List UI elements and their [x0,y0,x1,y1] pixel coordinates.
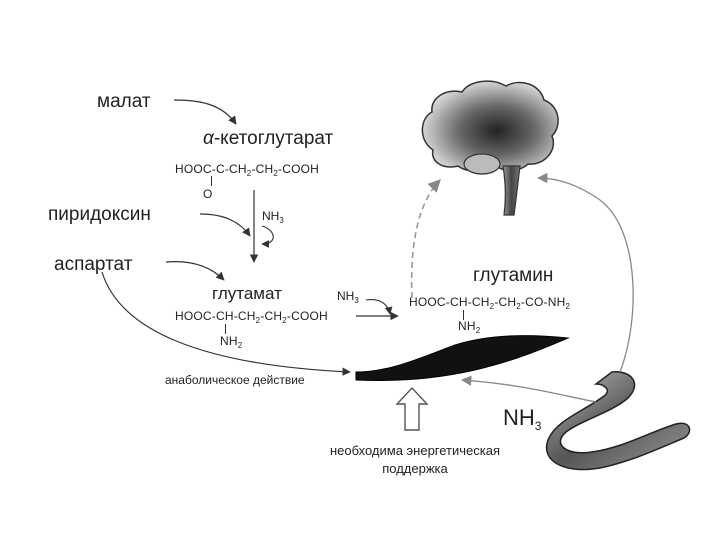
formula-ketoglutarate: HOOC-C-CH2-CH2-COOH [175,162,320,178]
arrow-pyridoxine [199,213,251,237]
label-pyridoxine: пиридоксин [48,204,151,225]
label-glutamine: глутамин [473,265,554,286]
label-anabolic-effect: анаболическое действие [165,373,305,387]
glutamine-bond-line [463,310,464,320]
arrow-nh3-curve [365,299,393,315]
intestine-icon [545,371,691,471]
formula-glutamine-nh2: NH2 [458,319,481,335]
anabolic-shape [355,335,570,382]
formula-glutamate-nh2: NH2 [220,334,243,350]
double-bond-line [211,176,212,186]
energy-line-2: поддержка [382,461,448,476]
arrow-gut-brain [536,172,634,373]
energy-line-1: необходима энергетическая [329,443,501,458]
formula-glutamate: HOOC-CH-CH2-CH2-COOH [175,309,328,325]
energy-support-note: необходима энергетическая поддержка [290,442,540,478]
arrow-nh3-loop [261,225,274,248]
label-malate: малат [97,91,151,112]
label-nh3-large: NH3 [503,405,542,433]
glutamate-bond-line [225,324,226,334]
energy-arrow-icon [395,386,429,431]
label-nh3-kg: NH3 [262,209,284,225]
ketoglutarate-text: -кетоглутарат [213,128,334,149]
arrow-aspartate [165,261,225,281]
arrow-gut-anabolic [460,375,597,403]
arrow-malate [173,99,237,125]
brain-icon [421,80,559,216]
arrow-gln-brain-dashed [410,179,441,299]
label-glutamate: глутамат [212,284,282,303]
formula-ketoglutarate-oxygen: O [203,187,213,201]
label-alpha-ketoglutarate: α-кетоглутарат [203,129,333,148]
alpha-symbol: α [203,128,214,149]
arrow-aspartate-anabolic [101,271,351,376]
label-nh3-glu: NH3 [337,289,359,305]
label-aspartate: аспартат [54,254,133,275]
formula-glutamine: HOOC-CH-CH2-CH2-CO-NH2 [409,295,571,311]
